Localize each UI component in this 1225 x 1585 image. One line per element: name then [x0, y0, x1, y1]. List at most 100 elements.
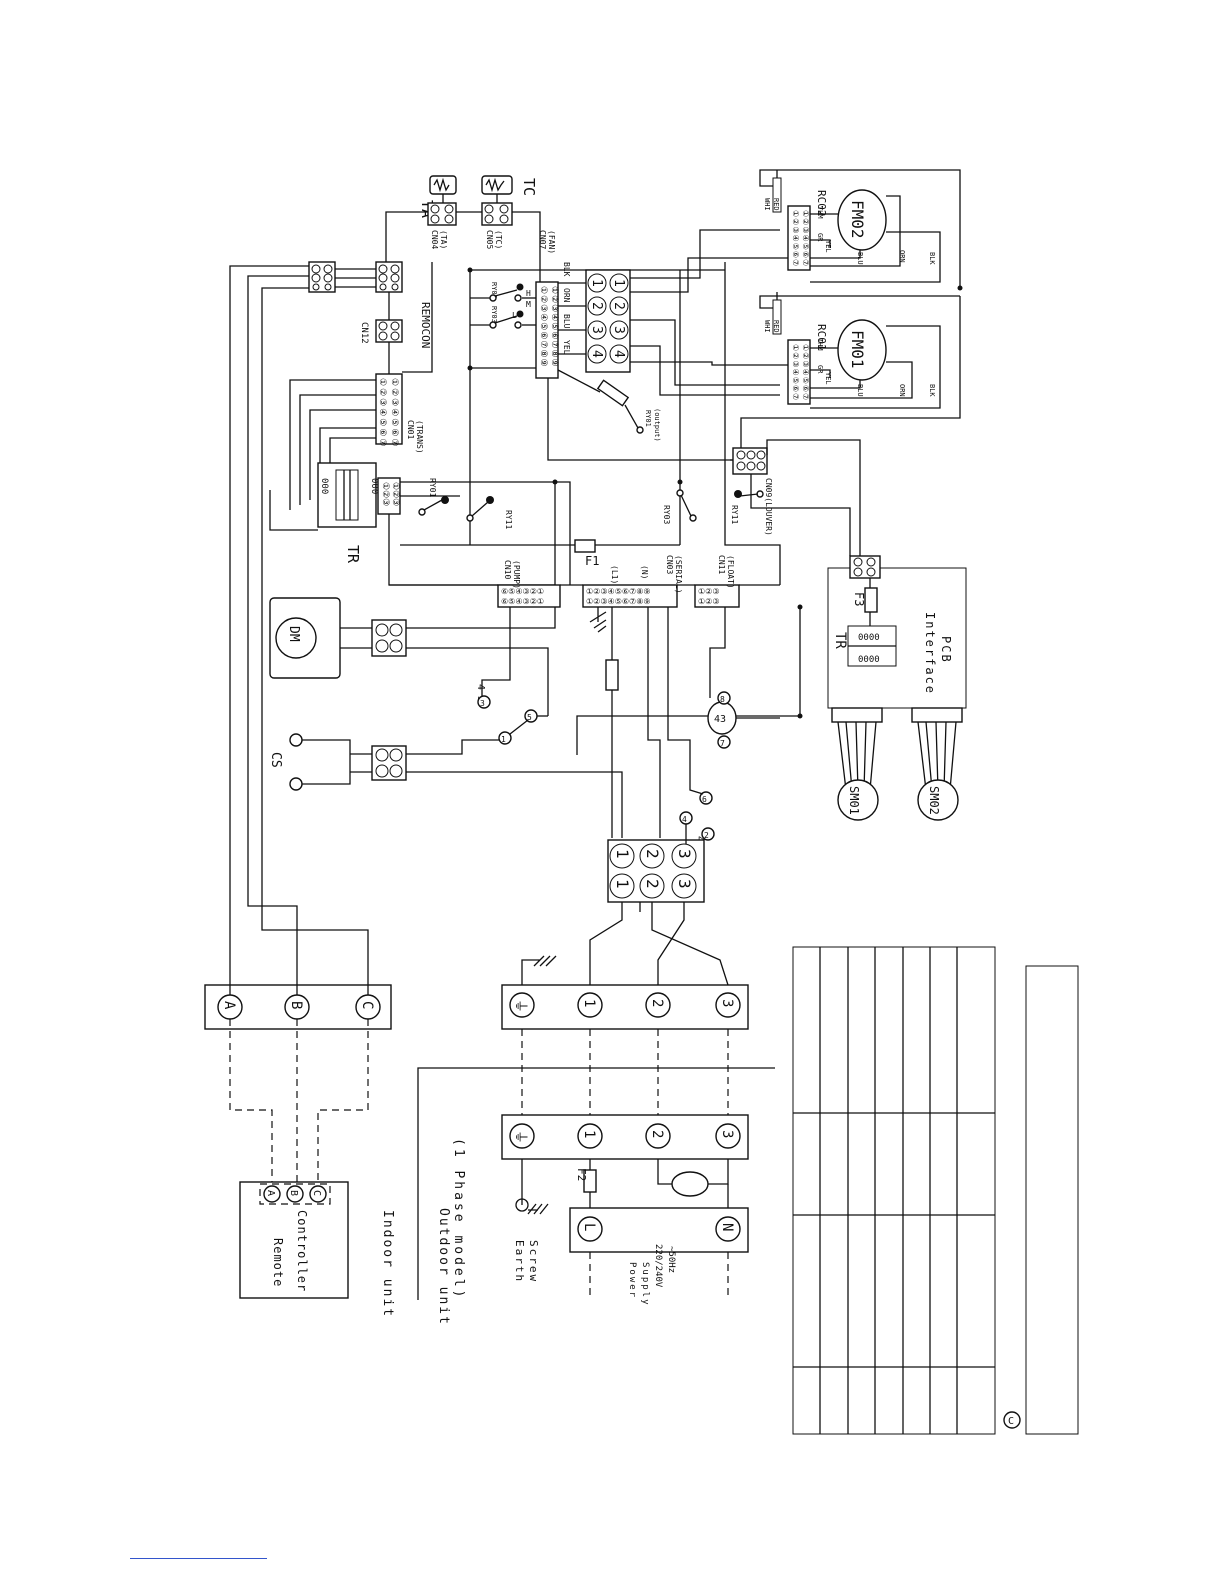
n-label: (N): [640, 565, 649, 579]
indoor-t3: 3: [719, 999, 735, 1007]
cn05-sub: (TC): [494, 230, 503, 249]
wire-color-blu: BLU: [562, 314, 571, 329]
transformer: 000 000 TR: [317, 462, 379, 564]
svg-text:2: 2: [611, 302, 626, 310]
indoor-remote-terminal-strip: A B C: [204, 984, 392, 1030]
interface-pcb-line2: PCB: [939, 636, 953, 664]
remote-line2: Controller: [295, 1210, 309, 1292]
float-switch-43b: 4 6 2 4 3: [667, 607, 715, 854]
cn11-float-connector: ①②③ ①②③ CN11 (FLOAT): [694, 555, 740, 608]
fm02-label: FM02: [848, 200, 867, 239]
svg-text:①②③④⑤⑥⑦⑧⑨: ①②③④⑤⑥⑦⑧⑨: [549, 286, 559, 368]
svg-text:0000: 0000: [858, 633, 880, 643]
svg-text:2: 2: [643, 879, 662, 889]
outdoor-t3: 3: [719, 1130, 735, 1138]
svg-text:8: 8: [720, 695, 725, 704]
cn10-label: CN10: [503, 560, 512, 579]
phase-model-label: (1 Phase model): [451, 1138, 466, 1300]
interface-pcb: F3 0000 0000 TR Interface PCB: [827, 555, 967, 723]
ry11-label-b: RY11: [730, 505, 739, 524]
remote-terminal-c: C: [311, 1190, 322, 1196]
indoor-t1: 1: [581, 999, 597, 1007]
indoor-terminal-c: C: [359, 1001, 375, 1009]
relay-ry01: RY01: [418, 478, 449, 516]
remote-terminal-b: B: [288, 1190, 299, 1196]
title-block: [1025, 965, 1079, 1435]
cn07-connector: ①②③④⑤⑥⑦⑧⑨ ①②③④⑤⑥⑦⑧⑨ CN07 (FAN): [535, 230, 559, 379]
svg-text:①②③④⑤⑥⑦: ①②③④⑤⑥⑦: [801, 210, 810, 267]
svg-text:BLU: BLU: [856, 384, 864, 397]
svg-text:①②③④⑤⑥⑦⑧⑨: ①②③④⑤⑥⑦⑧⑨: [586, 597, 651, 606]
svg-text:2: 2: [704, 831, 709, 840]
ry02-top-label: RY02: [490, 282, 498, 299]
interface-pcb-line1: Interface: [923, 612, 937, 695]
svg-text:6: 6: [702, 795, 707, 804]
outdoor-t2: 2: [649, 1130, 665, 1138]
transformer-label: TR: [344, 545, 362, 564]
fan-speed-relays: H M L: [470, 283, 536, 329]
cn01-connector: ①②③④⑤⑥⑦ ①②③④⑤⑥⑦ CN01 (TRANS): [375, 373, 424, 454]
cn03-label: CN03: [665, 555, 674, 574]
svg-text:RED: RED: [772, 320, 780, 333]
svg-text:2: 2: [643, 849, 662, 859]
connector-remote-a: [308, 261, 336, 293]
svg-text:①②③④⑤⑥⑦: ①②③④⑤⑥⑦: [801, 344, 810, 401]
svg-text:THM: THM: [816, 338, 824, 351]
svg-text:①②③④⑤⑥⑦: ①②③④⑤⑥⑦: [377, 378, 387, 448]
power-n: N: [719, 1223, 735, 1231]
remote-terminal-a: A: [265, 1190, 276, 1196]
cn07-sub: (FAN): [547, 230, 556, 254]
ry01-output-label1: RY01: [644, 410, 652, 427]
cn09-louver-connector: CN09(LOUVER): [732, 447, 773, 536]
cs-connector: [371, 745, 407, 781]
svg-text:3: 3: [589, 326, 604, 334]
outdoor-earth: ⏚: [512, 1130, 528, 1144]
svg-text:4: 4: [589, 350, 604, 358]
svg-text:3: 3: [675, 849, 694, 859]
stepping-motor-sm01: SM01: [837, 721, 879, 821]
svg-text:3: 3: [675, 879, 694, 889]
indoor-terminal-block: 1 1 2 2 3 3: [607, 839, 705, 903]
speed-l: L: [512, 311, 517, 320]
svg-text:THM: THM: [816, 206, 824, 219]
ry03-label: RY03: [662, 505, 671, 524]
svg-text:5: 5: [527, 713, 532, 722]
cn01-sub: (TRANS): [415, 420, 424, 454]
cs-label: CS: [268, 752, 283, 768]
cn03-sub: (SERIAL): [674, 555, 683, 594]
copyright-symbol: C: [1008, 1416, 1014, 1427]
svg-text:000: 000: [369, 478, 379, 494]
outdoor-unit-label: Outdoor unit: [436, 1208, 451, 1326]
fuse-f3-label: F3: [852, 592, 866, 606]
svg-text:BLK: BLK: [928, 384, 936, 397]
svg-text:①②③: ①②③: [698, 597, 720, 606]
earth-screw-line2: Screw: [527, 1240, 540, 1283]
cn05-label: CN05: [485, 230, 494, 249]
relay-ry11: RY11: [466, 496, 513, 529]
svg-text:1: 1: [501, 735, 506, 744]
svg-text:2: 2: [589, 302, 604, 310]
revision-table: [792, 946, 996, 1435]
dm-label: DM: [286, 626, 301, 642]
outdoor-motor: [671, 1171, 709, 1197]
svg-text:YEL: YEL: [824, 240, 832, 253]
ry03-top-label: RY03: [490, 306, 498, 323]
fan-motor-fm01: ①②③④⑤⑥⑦ ①②③④⑤⑥⑦ FM01 RC01 WHI RED THM GR…: [763, 292, 936, 405]
ry01-label: RY01: [428, 478, 437, 497]
svg-text:①②③: ①②③: [698, 587, 720, 596]
indoor-power-terminal-strip: ⏚ 1 2 3: [501, 984, 749, 1030]
svg-text:①②③④⑤⑥⑦⑧⑨: ①②③④⑤⑥⑦⑧⑨: [586, 587, 651, 596]
rc02-label: RC02: [815, 190, 828, 217]
svg-text:⑥⑤④③②①: ⑥⑤④③②①: [501, 597, 544, 606]
tc-label: TC: [520, 178, 538, 196]
relay-43-coil: 43 8 7: [707, 607, 780, 749]
svg-text:1: 1: [613, 849, 632, 859]
svg-text:ORN: ORN: [898, 250, 906, 263]
indoor-t2: 2: [649, 999, 665, 1007]
relay-ry03: RY03: [662, 489, 697, 524]
svg-text:4: 4: [682, 815, 687, 824]
l1-label: (L1): [610, 565, 619, 584]
svg-text:1: 1: [611, 279, 626, 287]
power-supply-line1: Power: [627, 1262, 637, 1299]
